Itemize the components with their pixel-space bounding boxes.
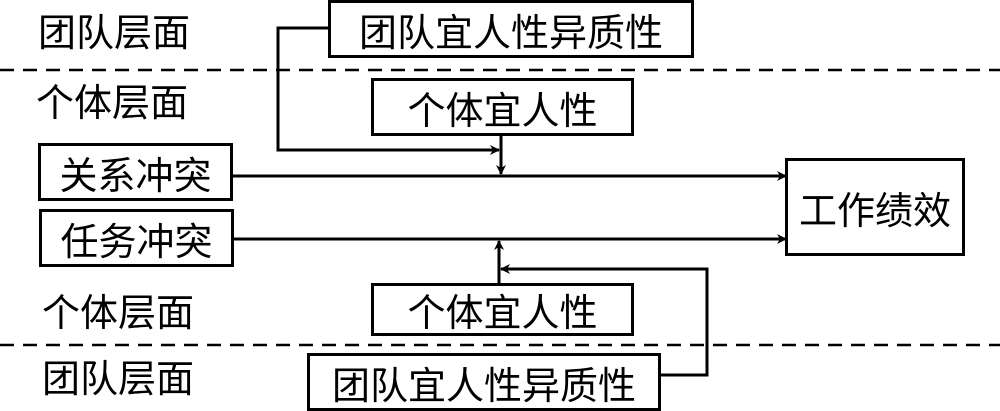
- node-team-agreeableness-heterogeneity-top: 团队宜人性异质性: [328, 0, 694, 58]
- node-individual-agreeableness-top: 个体宜人性: [371, 78, 634, 136]
- level-label-team-top: 团队层面: [38, 11, 191, 55]
- arrow-team-heterogeneity-bottom-moderation: [500, 264, 709, 377]
- node-team-agreeableness-heterogeneity-bottom: 团队宜人性异质性: [307, 353, 661, 411]
- node-individual-agreeableness-bottom: 个体宜人性: [371, 283, 634, 336]
- level-label-individual-bottom: 个体层面: [42, 291, 195, 335]
- node-task-conflict: 任务冲突: [39, 209, 234, 267]
- level-label-individual-top: 个体层面: [36, 81, 189, 125]
- node-relationship-conflict: 关系冲突: [38, 143, 233, 201]
- level-label-team-bottom: 团队层面: [42, 357, 195, 401]
- arrow-team-heterogeneity-top-moderation: [276, 26, 500, 155]
- node-job-performance: 工作绩效: [785, 158, 965, 256]
